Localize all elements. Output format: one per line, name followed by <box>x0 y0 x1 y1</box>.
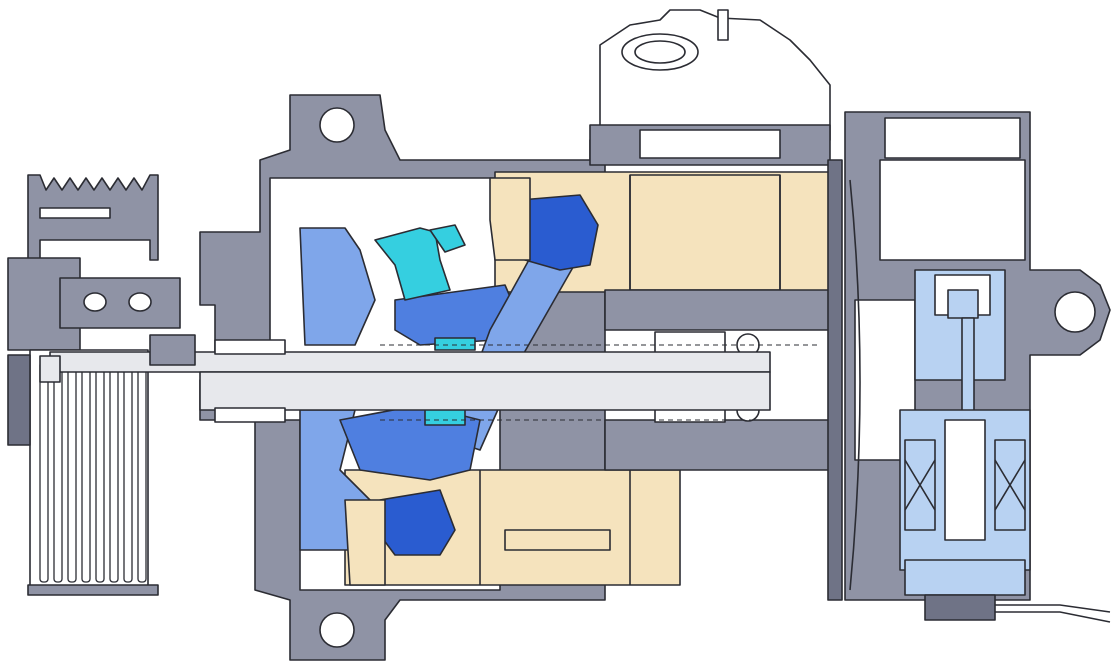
top-port-housing <box>599 9 831 141</box>
rear-window-top <box>884 117 1021 159</box>
pulley-bottom-rim <box>27 584 159 596</box>
shaft-main <box>199 371 771 411</box>
front-bearing-upper <box>214 339 286 355</box>
pulley-rib <box>123 361 133 583</box>
connector-plug <box>924 594 996 621</box>
rear-block-upper <box>604 289 831 331</box>
valve-spring <box>947 289 979 319</box>
pulley-bearing-ball-1 <box>83 292 107 312</box>
pulley-rib <box>39 361 49 583</box>
coil-right-x2 <box>994 459 1026 511</box>
cylinder-block <box>344 171 831 586</box>
valve-plate <box>827 159 843 601</box>
shoe-center <box>434 337 476 351</box>
front-seal-ring-upper <box>489 177 531 261</box>
coil-left-x2 <box>904 459 936 511</box>
piston-lower <box>379 489 456 556</box>
piston-slot-upper <box>629 174 781 291</box>
connector-wire <box>995 604 1111 613</box>
pulley-rib <box>67 361 77 583</box>
front-seal-ring-lower <box>344 499 386 586</box>
connector-wire-2 <box>995 611 1111 623</box>
piston-upper <box>519 194 599 271</box>
top-port-block <box>589 9 831 166</box>
pulley-bolt <box>39 207 111 219</box>
rear-gasket-curve <box>849 179 861 591</box>
pulley-bearing-ball-2 <box>128 292 152 312</box>
mount-hole-top <box>319 107 355 143</box>
drive-shaft <box>39 334 820 423</box>
front-bearing-lower <box>214 407 286 423</box>
top-port-base-window <box>639 129 781 159</box>
port-inner-ring <box>634 40 686 64</box>
pulley <box>7 174 181 596</box>
drive-lug <box>299 227 376 346</box>
solenoid-plunger <box>944 419 986 541</box>
shoe-upper-cap <box>429 224 466 253</box>
rear-mount-hole <box>1054 291 1096 333</box>
pulley-bearing-housing <box>59 277 181 329</box>
port-fitting <box>717 9 729 41</box>
shaft-seal <box>149 334 196 366</box>
pulley-rib <box>137 361 147 583</box>
pulley-clutch-plate <box>7 354 31 446</box>
pulley-rib <box>53 361 63 583</box>
shaft-nose <box>39 355 61 383</box>
pulley-rib <box>81 361 91 583</box>
control-valve <box>899 269 1111 623</box>
mount-hole-bottom <box>319 612 355 648</box>
shoe-upper <box>374 227 451 301</box>
rear-window-side <box>879 159 1026 261</box>
shaft-bearing-rear-upper <box>654 331 726 355</box>
rear-block-lower <box>604 419 831 471</box>
pulley-rib <box>109 361 119 583</box>
piston-slot-lower <box>504 529 611 551</box>
pulley-rib <box>95 361 105 583</box>
solenoid-base <box>904 559 1026 596</box>
